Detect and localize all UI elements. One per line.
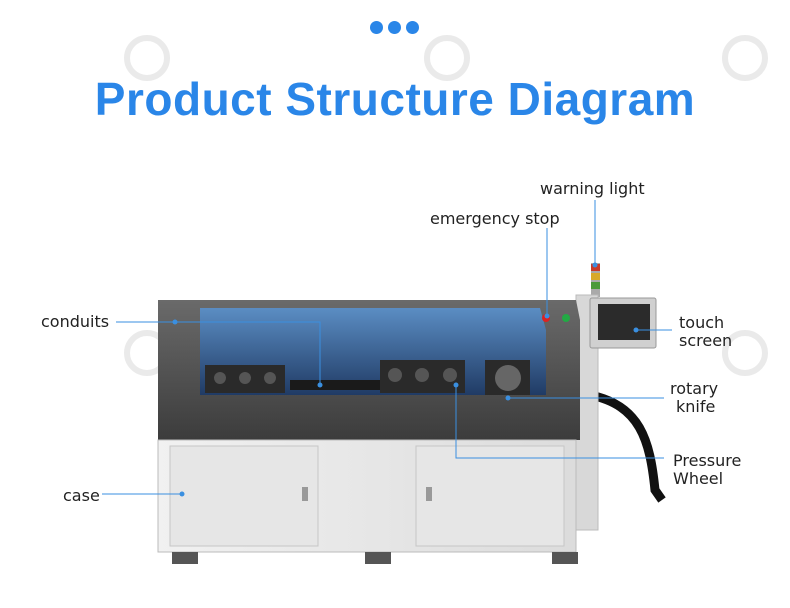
label-case: case [63, 486, 100, 505]
dot-1 [370, 21, 383, 34]
turing-logo-icon [424, 35, 470, 81]
label-pressure-wheel-line1: Pressure [673, 451, 742, 470]
leader-dots [172, 262, 639, 497]
label-warning-light: warning light [540, 179, 645, 198]
turing-logo-icon [124, 35, 170, 81]
warning-light [591, 263, 600, 297]
casters [172, 552, 578, 564]
label-touch-screen-line1: touch [679, 313, 725, 332]
cable [589, 390, 666, 503]
case-door-left [169, 445, 319, 547]
label-conduits: conduits [41, 312, 110, 331]
watermark-logo [722, 35, 768, 81]
start-button-icon [562, 314, 570, 322]
label-touch-screen-line2: screen [679, 331, 733, 350]
label-pressure-wheel-line2: Wheel [673, 469, 724, 488]
turing-logo-icon [722, 35, 768, 81]
watermark-logo [424, 35, 470, 81]
label-emergency-stop: emergency stop [430, 209, 560, 228]
touch-screen [589, 297, 657, 349]
dot-2 [388, 21, 401, 34]
dot-3 [406, 21, 419, 34]
label-rotary-knife-line1: rotary [670, 379, 719, 398]
leader-lines [102, 200, 672, 495]
case-door-right [415, 445, 565, 547]
page-title: Product Structure Diagram [94, 73, 696, 125]
header-dots [370, 21, 419, 34]
watermark-logo [124, 35, 170, 81]
watermark-logo [722, 330, 768, 376]
label-rotary-knife-line2: knife [676, 397, 716, 416]
door-lock-icon [302, 487, 308, 501]
roller-mechanism [205, 360, 530, 395]
turing-logo-icon [722, 330, 768, 376]
door-lock-icon [426, 487, 432, 501]
